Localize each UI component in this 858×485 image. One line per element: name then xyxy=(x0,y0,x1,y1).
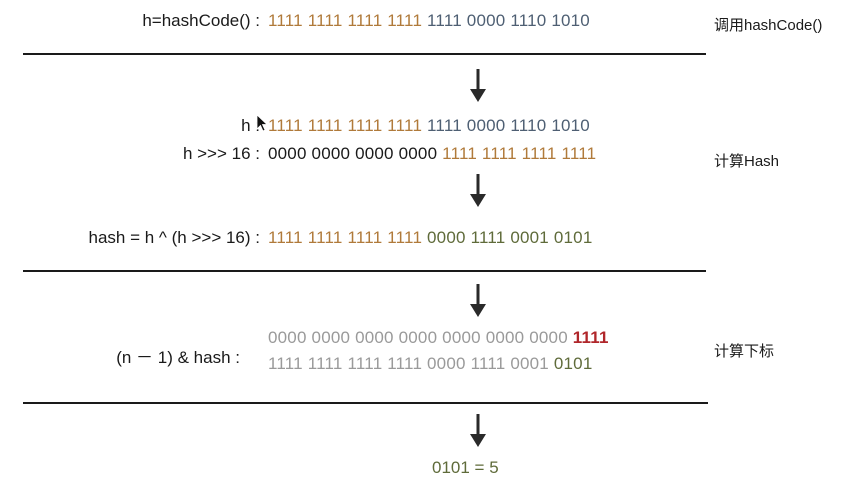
arrow-down-icon xyxy=(470,414,486,447)
h-bits-low: 1111 0000 1110 1010 xyxy=(427,116,590,135)
mask-bits: 0000 0000 0000 0000 0000 0000 0000 1111 xyxy=(268,328,609,348)
divider-3 xyxy=(23,402,708,404)
hashcode-bits-high: 1111 1111 1111 1111 xyxy=(268,11,428,30)
shift-bits-low: 1111 1111 1111 1111 xyxy=(442,144,597,163)
h-bits-high: 1111 1111 1111 1111 xyxy=(268,116,428,135)
shift-bits: 0000 0000 0000 0000 1111 1111 1111 1111 xyxy=(268,144,596,164)
h-label: h : xyxy=(241,116,260,135)
hashcode-bits-low: 1111 0000 1110 1010 xyxy=(427,11,590,30)
hashcode-label: h=hashCode() : xyxy=(142,11,260,30)
hash-bits: 1111 1111 1111 1111 0000 1111 0001 0101 xyxy=(268,228,593,248)
divider-1 xyxy=(23,53,706,55)
shift-bits-high: 0000 0000 0000 0000 xyxy=(268,144,443,163)
side-label-call-hashcode: 调用hashCode() xyxy=(714,17,823,34)
h-bits: 1111 1111 1111 1111 1111 0000 1110 1010 xyxy=(268,116,590,136)
result-value: 0101 = 5 xyxy=(432,458,499,477)
side-label-compute-hash: 计算Hash xyxy=(714,153,780,170)
arrow-down-icon xyxy=(470,174,486,207)
index-hash-bits: 1111 1111 1111 1111 0000 1111 0001 0101 xyxy=(268,354,593,374)
arrow-down-icon xyxy=(470,284,486,317)
hash-bits-low: 0000 1111 0001 0101 xyxy=(427,228,593,247)
hash-bits-high: 1111 1111 1111 1111 xyxy=(268,228,428,247)
hash-xor-label: hash = h ^ (h >>> 16) : xyxy=(88,228,260,247)
shift-label: h >>> 16 : xyxy=(182,144,260,163)
side-label-compute-index: 计算下标 xyxy=(714,343,775,360)
index-and-label: (n － 1) & hash : xyxy=(116,348,240,367)
mouse-cursor-icon xyxy=(256,114,268,132)
divider-2 xyxy=(23,270,706,272)
arrow-down-icon xyxy=(470,69,486,102)
mask-bits-high: 0000 0000 0000 0000 0000 0000 0000 xyxy=(268,328,573,347)
index-hash-bits-high: 1111 1111 1111 1111 0000 1111 0001 xyxy=(268,354,554,373)
hashcode-bits: 1111 1111 1111 1111 1111 0000 1110 1010 xyxy=(268,11,590,31)
mask-bits-low: 1111 xyxy=(572,328,609,347)
index-hash-bits-low: 0101 xyxy=(553,354,593,373)
